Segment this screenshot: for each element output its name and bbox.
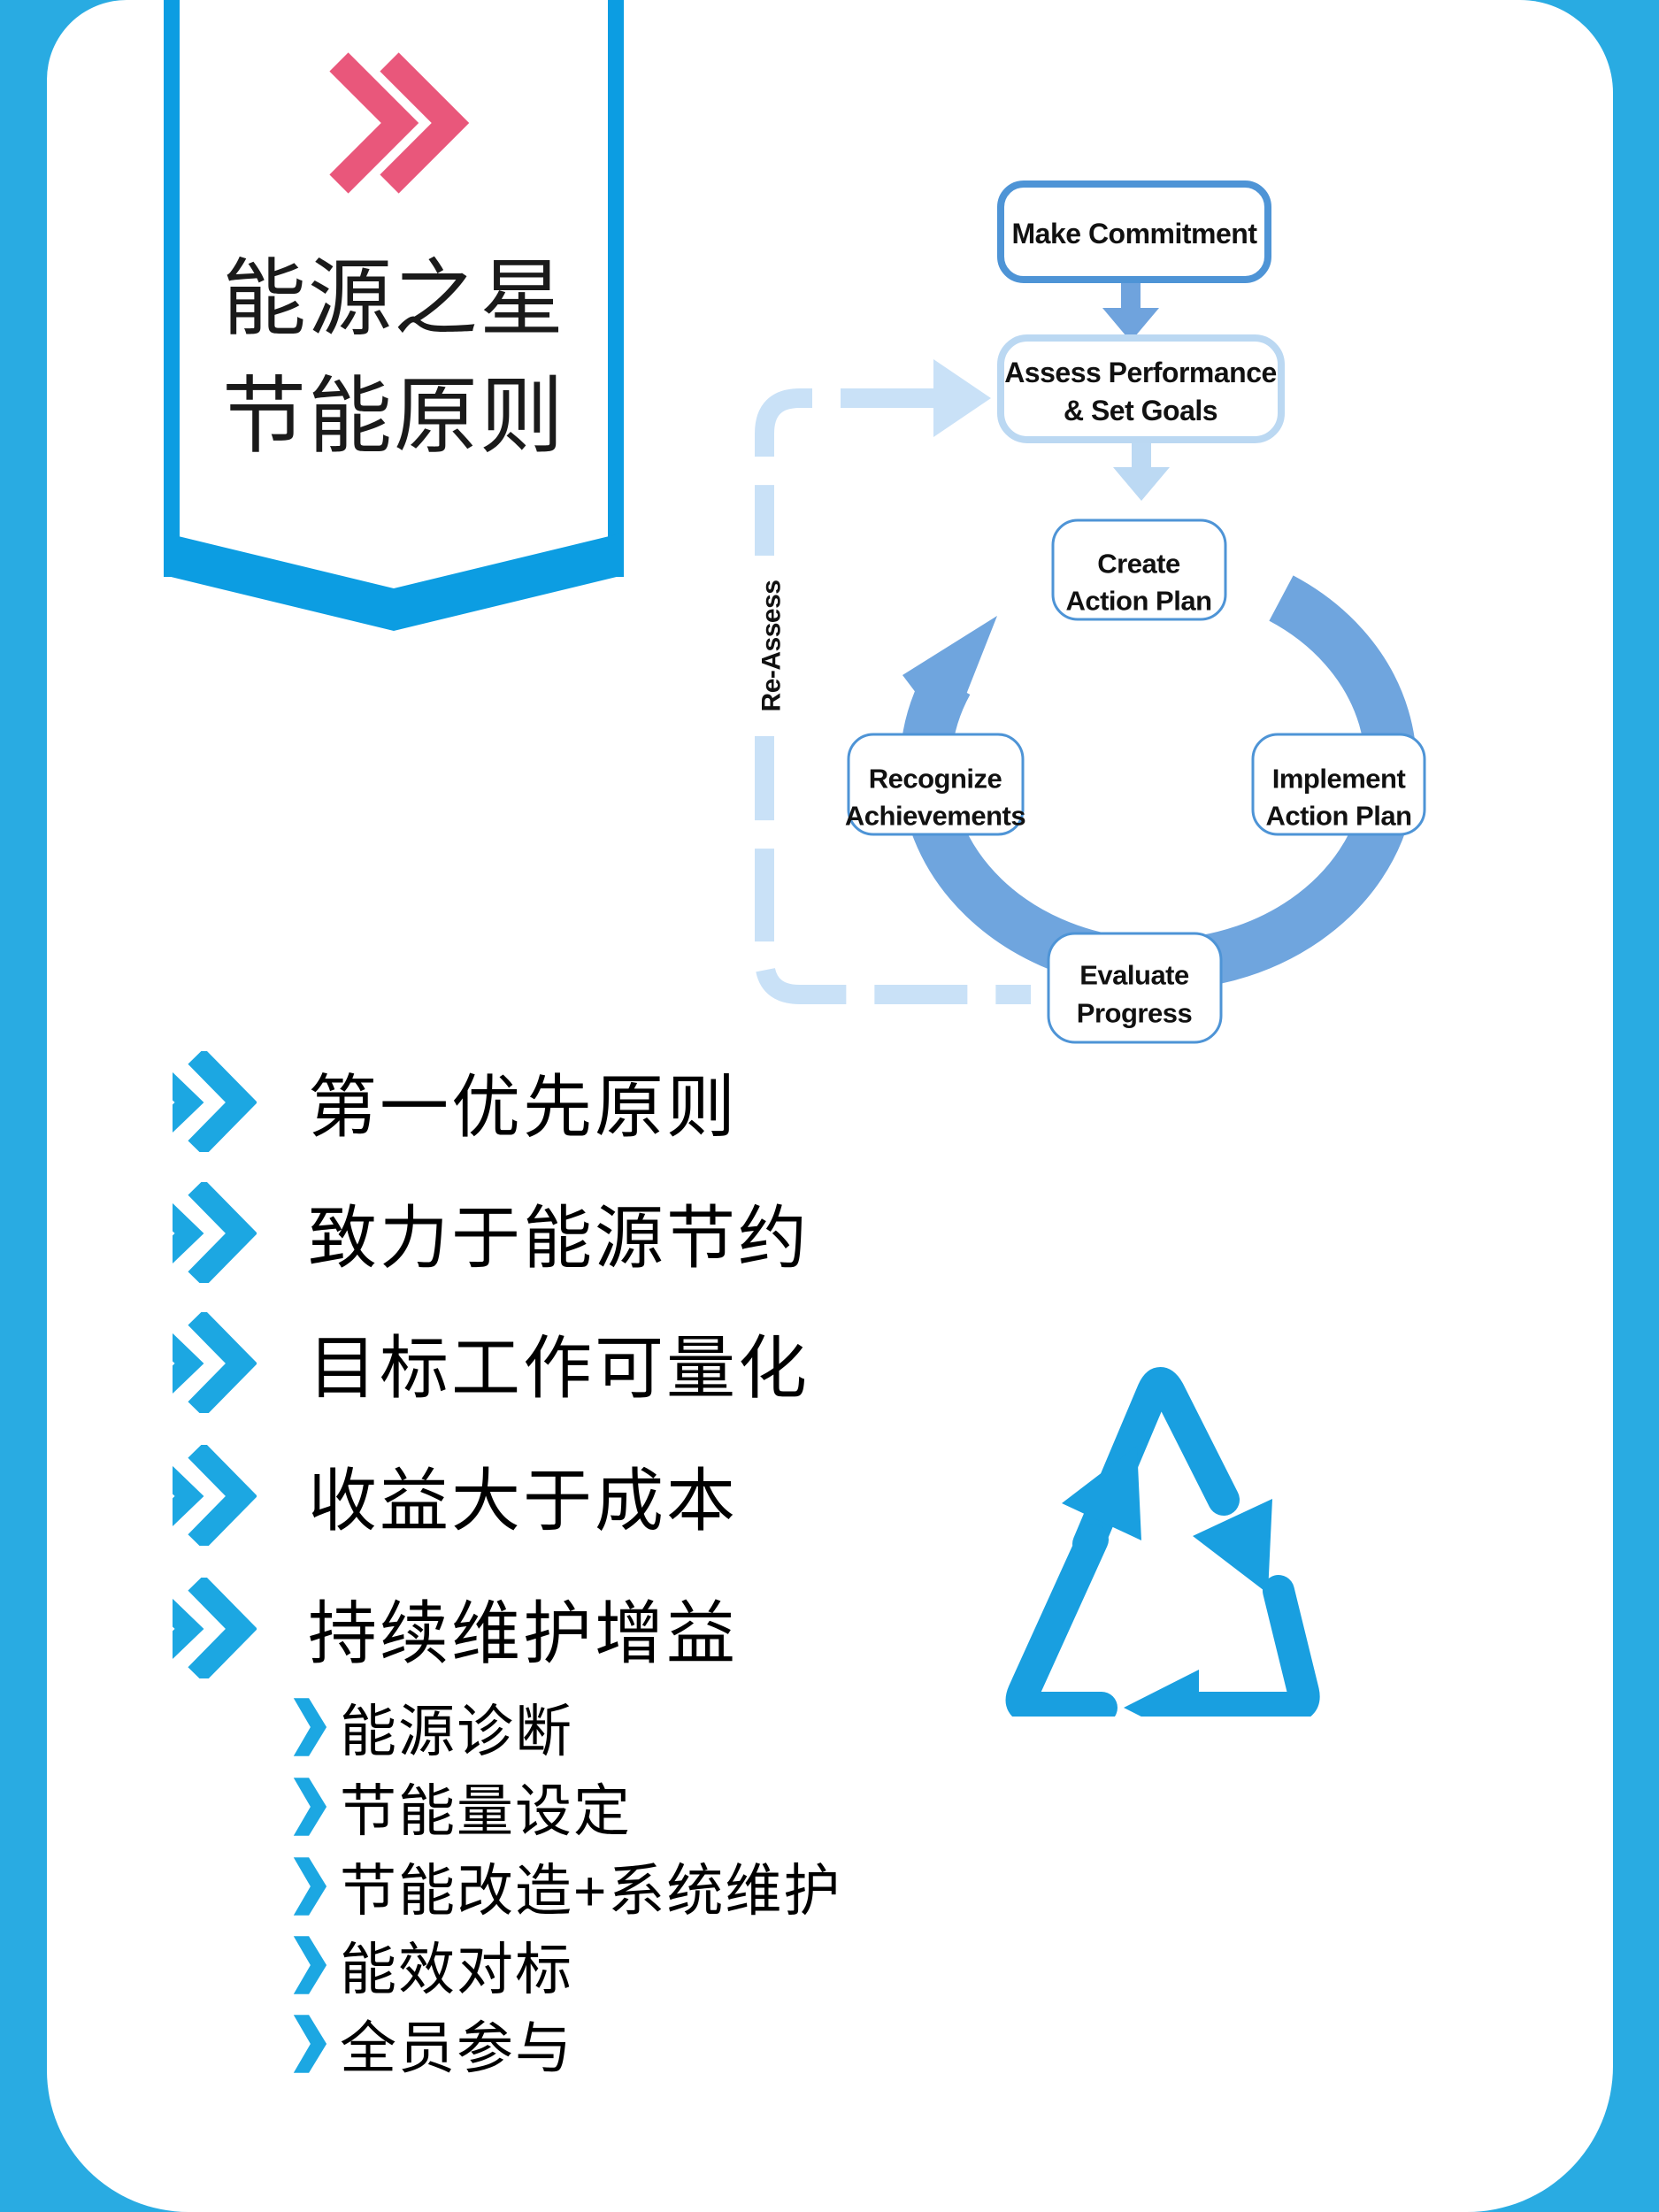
chevron-bullet-icon — [173, 1051, 257, 1152]
node-make-label: Make Commitment — [1012, 218, 1258, 250]
page-title: 能源之星 节能原则 — [164, 241, 624, 476]
chevron-bullet-icon — [173, 1182, 257, 1283]
node-implement-action-plan: Implement Action Plan — [1251, 733, 1426, 836]
energy-cycle-diagram: Re-Assess Make Commitment Assess Perform… — [745, 180, 1426, 1044]
content-panel — [47, 0, 1613, 2212]
recycle-apex-stroke — [1072, 1367, 1240, 1560]
solid-chevron-icon — [293, 1778, 327, 1836]
solid-chevron-icon — [293, 1698, 327, 1756]
arrow-make-to-assess-icon — [1102, 278, 1159, 342]
node-recognize-achievements: Recognize Achievements — [845, 733, 1026, 836]
ribbon-left-stripe — [164, 0, 180, 577]
sub-principle-label: 节能量设定 — [340, 1779, 632, 1843]
principle-item-4: 收益大于成本 — [173, 1438, 738, 1553]
solid-chevron-icon — [293, 1936, 327, 1994]
node-recognize-box — [847, 733, 1025, 836]
sub-principle-label: 全员参与 — [340, 2016, 573, 2080]
principle-item-2: 致力于能源节约 — [173, 1175, 810, 1290]
node-create-action-plan: Create Action Plan — [1051, 518, 1227, 621]
re-assess-loop: Re-Assess — [745, 359, 1031, 1004]
sub-principle-label: 能效对标 — [340, 1938, 573, 2001]
cycle-arrowhead-icon — [902, 616, 997, 737]
node-evaluate-label-line2: Progress — [1077, 998, 1192, 1029]
re-assess-arrowhead-icon — [933, 359, 991, 437]
principle-label: 第一优先原则 — [308, 1068, 739, 1146]
recycle-arrowhead-bottom — [1124, 1670, 1199, 1717]
sub-principle-item-3: 节能改造+系统维护 — [292, 1851, 841, 1923]
recycle-arrowhead-right — [1193, 1499, 1272, 1594]
solid-chevron-icon — [293, 2015, 327, 2073]
re-assess-label: Re-Assess — [757, 580, 787, 712]
principle-label: 收益大于成本 — [308, 1462, 739, 1540]
node-make-box — [997, 180, 1271, 283]
node-implement-box — [1251, 733, 1426, 836]
double-chevron-logo-icon — [329, 47, 476, 199]
node-evaluate-box — [1047, 932, 1223, 1044]
chevron-bullet-icon — [173, 1445, 257, 1546]
sub-principle-label: 能源诊断 — [340, 1700, 573, 1763]
node-assess-performance: Assess Performance & Set Goals — [997, 334, 1285, 443]
principle-label: 致力于能源节约 — [308, 1199, 810, 1277]
recycle-right-stroke — [1183, 1575, 1320, 1717]
node-assess-label-line1: Assess Performance — [1004, 357, 1277, 388]
principle-item-1: 第一优先原则 — [173, 1044, 738, 1159]
solid-chevron-icon — [293, 1857, 327, 1916]
principle-item-5: 持续维护增益 — [173, 1571, 738, 1686]
recycle-arrowhead-left — [1062, 1446, 1141, 1540]
recycle-left-stroke — [1005, 1524, 1118, 1717]
ribbon-right-stripe — [608, 0, 624, 577]
node-create-label-line2: Action Plan — [1065, 586, 1211, 617]
sub-principle-label: 节能改造+系统维护 — [340, 1859, 842, 1923]
arrow-assess-to-create-icon — [1113, 438, 1170, 501]
node-assess-box — [997, 334, 1285, 443]
principle-item-3: 目标工作可量化 — [173, 1305, 810, 1420]
node-implement-label-line2: Action Plan — [1265, 801, 1411, 832]
node-implement-label-line1: Implement — [1272, 764, 1406, 795]
ribbon-chevron-band — [164, 533, 624, 631]
node-evaluate-label-line1: Evaluate — [1079, 960, 1189, 991]
node-evaluate-progress: Evaluate Progress — [1047, 932, 1223, 1044]
node-create-box — [1051, 518, 1227, 621]
node-create-label-line1: Create — [1097, 549, 1180, 580]
sub-principle-item-2: 节能量设定 — [292, 1771, 632, 1843]
principle-label: 目标工作可量化 — [308, 1329, 810, 1407]
recycle-triangle-icon — [1005, 1367, 1320, 1717]
re-assess-label-backing — [745, 556, 795, 736]
node-recognize-label-line2: Achievements — [845, 801, 1025, 832]
sub-principle-item-5: 全员参与 — [292, 2008, 573, 2080]
sub-principle-item-4: 能效对标 — [292, 1930, 573, 2001]
page-title-line1: 能源之星 — [221, 252, 565, 346]
ribbon-banner — [164, 0, 624, 631]
principle-label: 持续维护增益 — [308, 1594, 739, 1672]
sub-principle-item-1: 能源诊断 — [292, 1692, 573, 1763]
node-assess-label-line2: & Set Goals — [1064, 395, 1217, 426]
node-make-commitment: Make Commitment — [997, 180, 1271, 283]
page-title-line2: 节能原则 — [221, 370, 565, 464]
node-recognize-label-line1: Recognize — [869, 764, 1002, 795]
chevron-bullet-icon — [173, 1312, 257, 1413]
chevron-bullet-icon — [173, 1578, 257, 1678]
